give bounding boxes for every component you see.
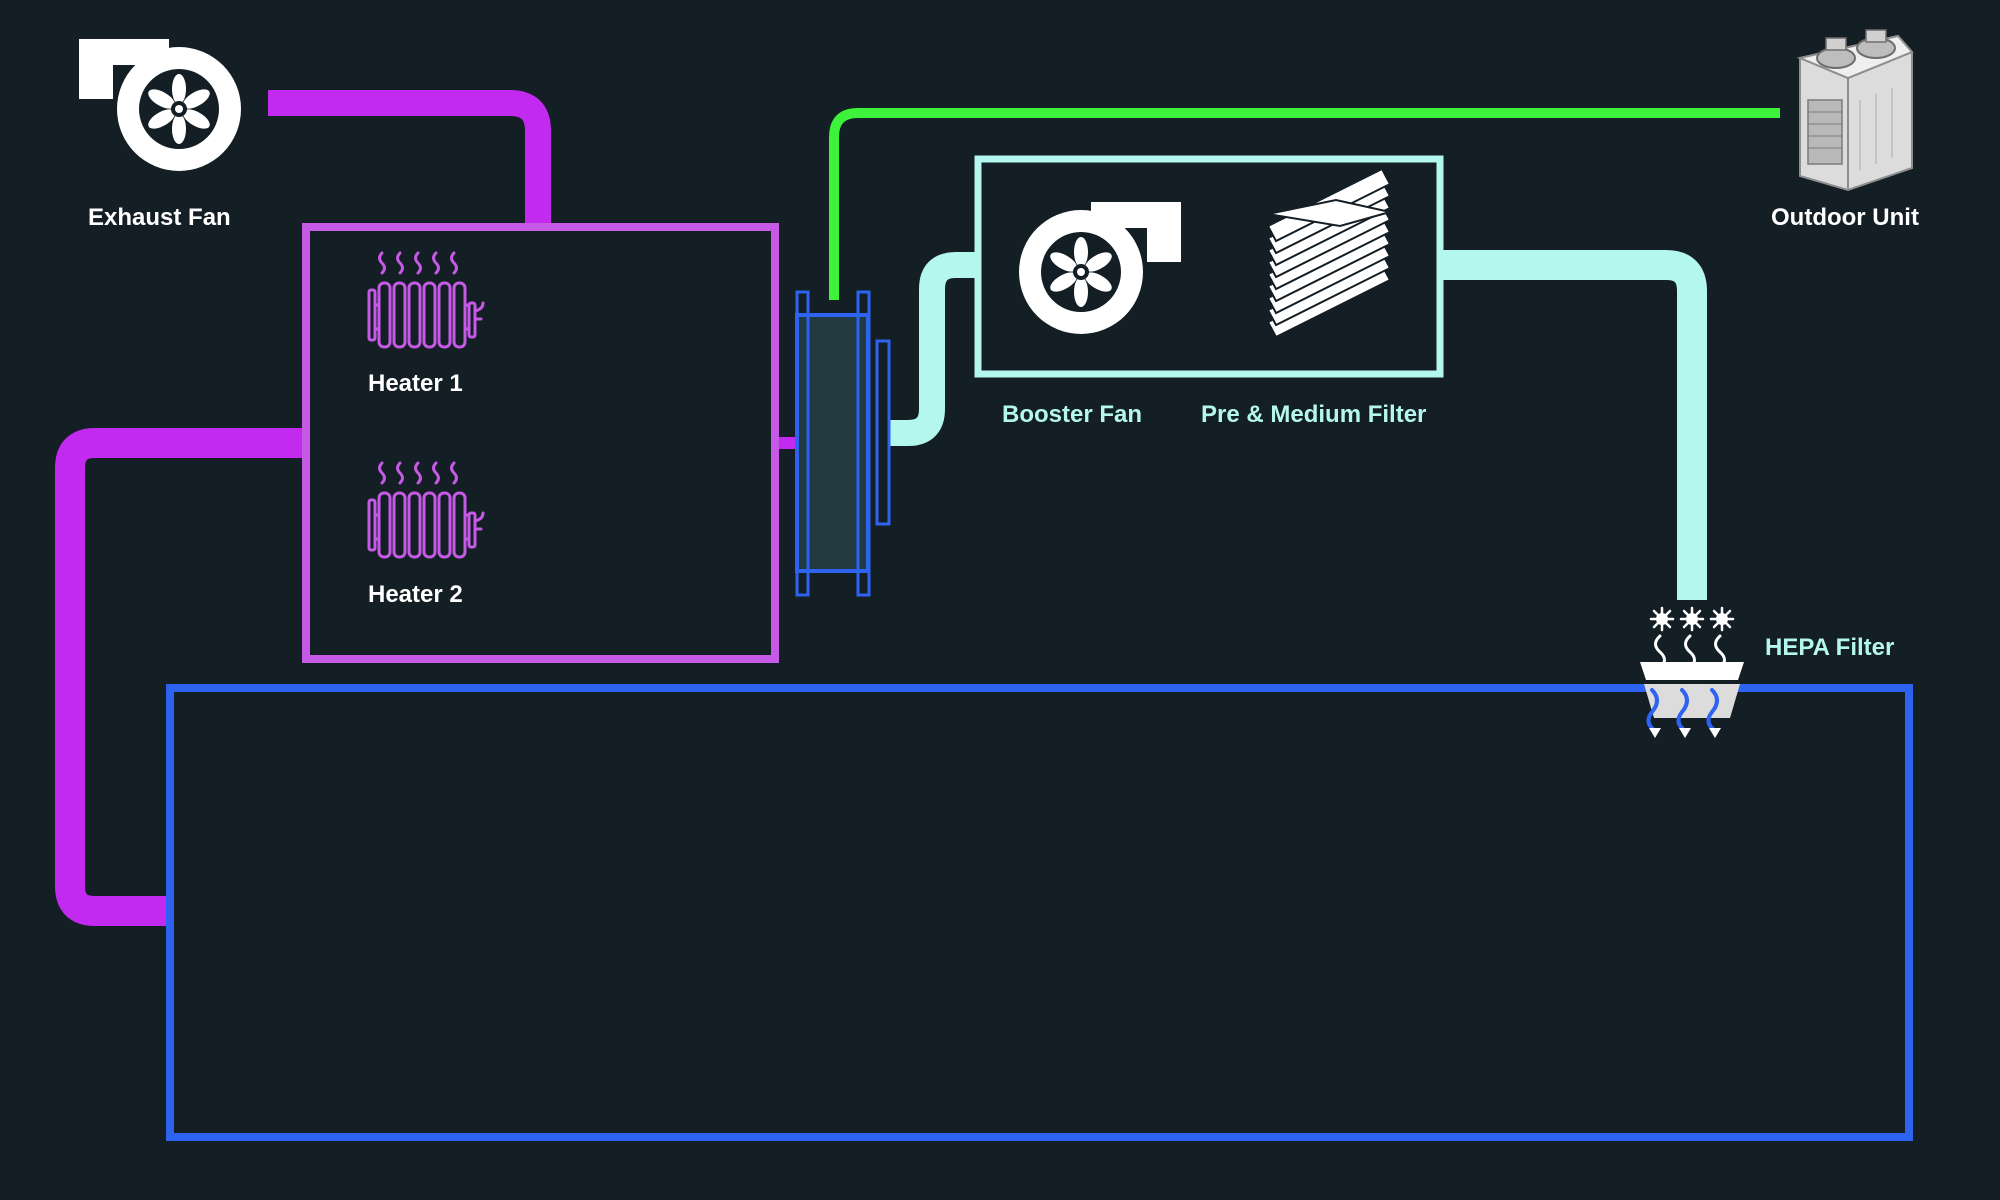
heater-2-label: Heater 2 <box>368 581 463 608</box>
pre-medium-filter-label: Pre & Medium Filter <box>1201 401 1427 428</box>
booster-filter-box <box>974 155 1444 378</box>
hepa-filter-label: HEPA Filter <box>1765 634 1895 661</box>
room-outline <box>166 684 1913 1141</box>
exhaust-fan-label: Exhaust Fan <box>88 204 231 231</box>
exhaust-fan-icon <box>79 39 241 171</box>
heater-box <box>302 223 779 663</box>
heat-exchanger-coil-icon <box>795 290 891 597</box>
heater-2-icon <box>367 461 485 559</box>
outdoor-unit-icon <box>1796 29 1914 192</box>
heater-1-label: Heater 1 <box>368 370 463 397</box>
heater-1-icon <box>367 251 485 349</box>
filter-stack-icon <box>1266 167 1392 339</box>
exhaust-duct <box>55 90 797 926</box>
outdoor-unit-label: Outdoor Unit <box>1771 204 1919 231</box>
booster-fan-label: Booster Fan <box>1002 401 1143 428</box>
supply-duct <box>890 250 1707 600</box>
refrigerant-line <box>829 108 1780 300</box>
hepa-diffuser-icon <box>1640 606 1744 738</box>
booster-fan-icon <box>1019 202 1181 334</box>
